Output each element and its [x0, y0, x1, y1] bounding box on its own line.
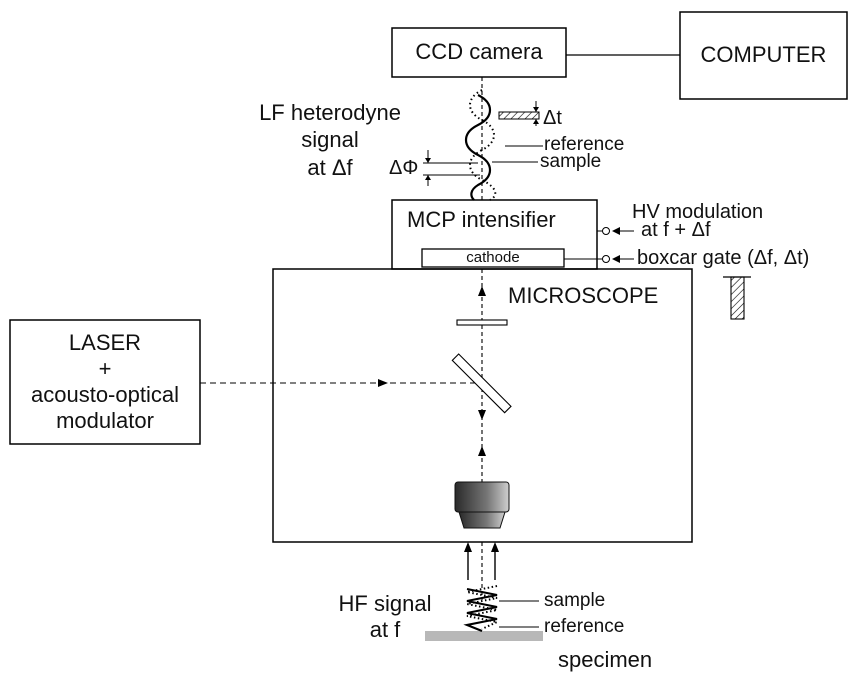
ccd-camera-label: CCD camera [415, 39, 543, 64]
hf-signal-label-line2: at f [369, 617, 401, 642]
specimen-slab [425, 631, 543, 641]
delta-t-hatched-bar [498, 111, 540, 120]
specimen-label: specimen [558, 647, 653, 672]
cathode-label: cathode [466, 249, 520, 266]
gate-pulse-icon [723, 276, 751, 320]
filter [456, 319, 508, 326]
microscope-label: MICROSCOPE [508, 283, 659, 308]
lf-reference-wave [469, 89, 497, 201]
objective-lens-icon [454, 481, 510, 529]
laser-box [9, 319, 201, 445]
lf-reference-label: reference [544, 134, 625, 155]
laser-label-line3: acousto-optical [31, 382, 179, 407]
axis-arrow-top [478, 286, 486, 296]
lf-sample-wave [464, 94, 492, 201]
hv-modulation-label-line2: at f + Δf [641, 219, 711, 241]
laser-beam-arrow [378, 379, 388, 387]
delta-t-label: Δt [543, 107, 562, 129]
axis-arrow-down [478, 410, 486, 420]
laser-label-line4: modulator [56, 408, 154, 433]
gate-input-terminal [602, 255, 610, 263]
hv-modulation-label-line1: HV modulation [632, 201, 764, 223]
laser-label-line1: LASER [68, 330, 142, 355]
delta-phi-arrow-up [425, 175, 431, 180]
hf-arrow-left-head [464, 542, 472, 552]
lf-sample-label: sample [540, 151, 602, 172]
lf-signal-label-line1: LF heterodyne [259, 100, 401, 125]
hf-sample-label: sample [544, 590, 606, 611]
delta-phi-label: ΔΦ [389, 157, 419, 179]
hf-sample-wave [463, 587, 498, 632]
axis-arrow-up [478, 446, 486, 456]
gate-input-arrowhead [612, 255, 620, 263]
lf-signal-label-line3: at Δf [307, 155, 353, 180]
computer-label: COMPUTER [700, 42, 827, 67]
hf-arrow-right-head [491, 542, 499, 552]
delta-t-arrow-up [533, 119, 539, 124]
hf-signal-label-line1: HF signal [338, 591, 432, 616]
delta-t-arrow-down [533, 107, 539, 112]
boxcar-gate-label: boxcar gate (Δf, Δt) [637, 247, 810, 269]
hv-input-arrowhead [612, 227, 620, 235]
lf-signal-label-line2: signal [301, 127, 359, 152]
laser-label-line2: + [98, 356, 112, 381]
mcp-intensifier-label: MCP intensifier [407, 207, 556, 232]
cathode-box [421, 248, 565, 268]
hf-reference-label: reference [544, 616, 625, 637]
ccd-camera-box [391, 27, 567, 78]
hv-input-terminal [602, 227, 610, 235]
delta-phi-arrow-down [425, 158, 431, 163]
beam-splitter [451, 353, 512, 414]
